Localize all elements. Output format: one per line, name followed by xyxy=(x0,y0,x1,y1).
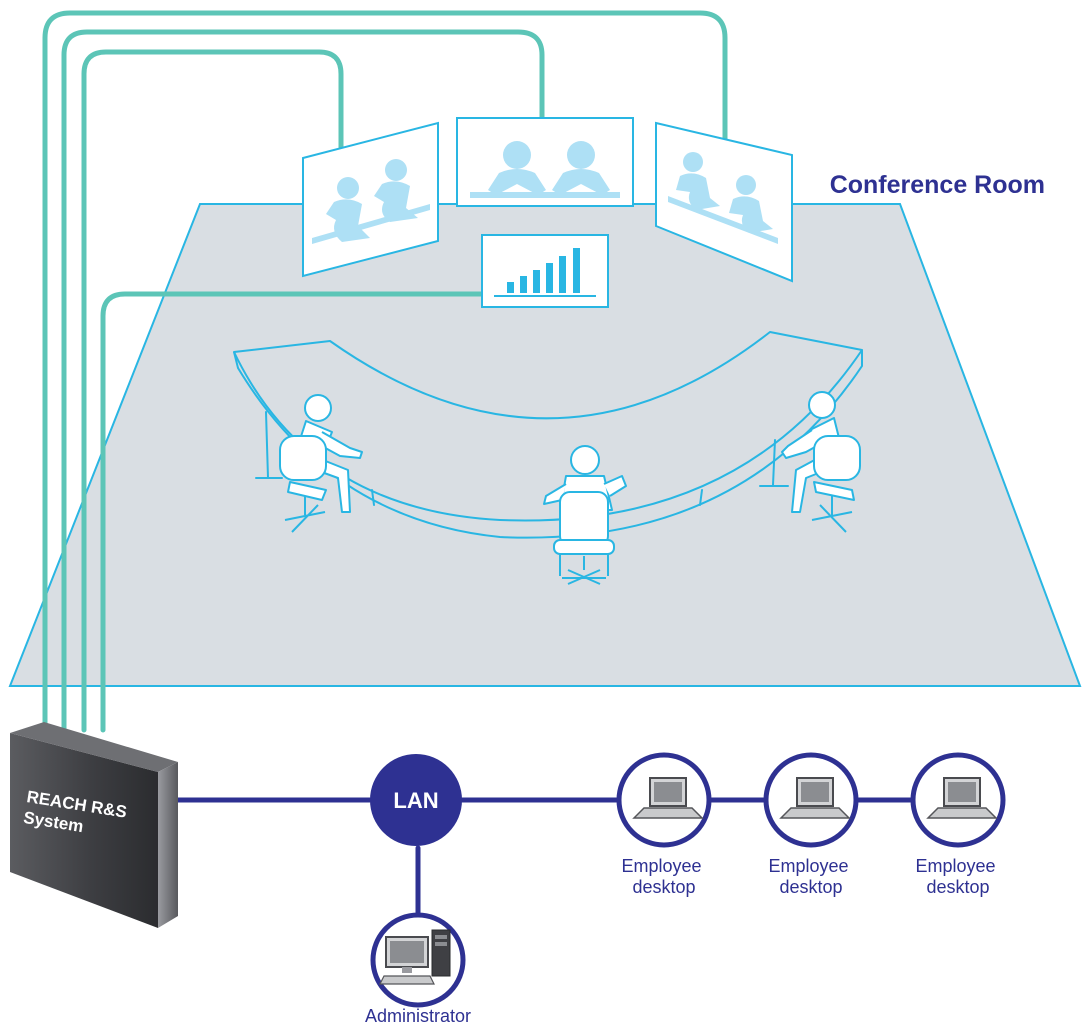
right-video-screen xyxy=(655,121,793,283)
left-video-screen xyxy=(302,121,439,278)
video-cables xyxy=(42,10,728,733)
employee-label-line1: Employee xyxy=(621,856,701,876)
cable-right-screen xyxy=(42,10,728,733)
seated-person-center xyxy=(543,445,627,585)
laptop-icon xyxy=(632,777,704,819)
conference-room-title: Conference Room xyxy=(830,171,1045,199)
svg-text:Employee desktop: Employee desktop xyxy=(768,856,853,897)
cable-chart-display xyxy=(100,291,485,733)
network-links xyxy=(172,797,915,918)
employee-label-line2: desktop xyxy=(779,877,842,897)
administrator-workstation[interactable]: Administrator xyxy=(365,912,471,1026)
employee-label-line1: Employee xyxy=(768,856,848,876)
employee-desktop-2[interactable]: Employee desktop xyxy=(763,752,859,897)
seated-person-right xyxy=(781,391,861,533)
employee-label-line2: desktop xyxy=(632,877,695,897)
lan-label: LAN xyxy=(393,788,438,813)
lan-hub[interactable]: LAN xyxy=(370,754,462,846)
svg-text:Employee desktop: Employee desktop xyxy=(915,856,1000,897)
laptop-icon xyxy=(779,777,851,819)
employee-desktop-3[interactable]: Employee desktop xyxy=(910,752,1006,897)
reach-system-box: REACH R&S System xyxy=(10,722,178,928)
laptop-icon xyxy=(926,777,998,819)
svg-text:Employee desktop: Employee desktop xyxy=(621,856,706,897)
employee-desktop-1[interactable]: Employee desktop xyxy=(616,752,712,897)
cable-center-screen xyxy=(61,29,545,733)
desktop-computer-icon xyxy=(379,929,451,985)
chart-display xyxy=(481,234,609,308)
conference-table xyxy=(233,331,863,539)
administrator-label: Administrator xyxy=(365,1006,471,1026)
cable-left-screen xyxy=(81,49,344,733)
employee-label-line2: desktop xyxy=(926,877,989,897)
seated-person-left xyxy=(279,394,363,533)
employee-label-line1: Employee xyxy=(915,856,995,876)
center-video-screen xyxy=(456,117,634,207)
